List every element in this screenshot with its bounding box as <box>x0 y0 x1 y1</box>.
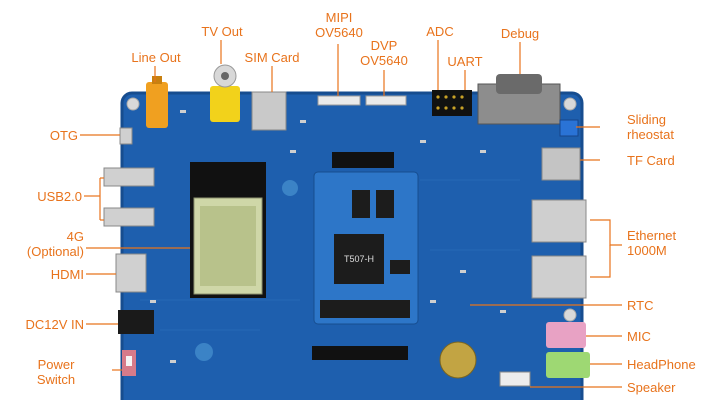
label-usb2: USB2.0 <box>37 189 82 204</box>
tf-card-slot <box>541 147 581 181</box>
label-adc: ADC <box>426 24 454 39</box>
ethernet-port-1 <box>531 199 587 243</box>
label-mipi-line1: MIPI <box>325 10 353 25</box>
label-power-line2: Switch <box>36 372 76 387</box>
label-hdmi: HDMI <box>50 267 84 282</box>
adc-header <box>432 90 472 116</box>
label-line-out: Line Out <box>131 50 181 65</box>
label-sliding-line1: Sliding <box>627 112 667 127</box>
usb-port-1 <box>103 167 155 187</box>
label-mipi-line2: OV5640 <box>315 25 363 40</box>
label-4g: 4G (Optional) <box>4 229 84 259</box>
hdmi-port <box>115 253 147 293</box>
som-module: T507-H <box>313 171 419 325</box>
gpio-header-bottom <box>312 346 408 360</box>
label-sliding-line2: rheostat <box>627 127 674 142</box>
label-tv-out: TV Out <box>201 24 243 39</box>
label-ethernet: Ethernet 1000M <box>627 228 717 258</box>
label-debug: Debug <box>500 26 540 41</box>
label-dvp-line2: OV5640 <box>360 53 408 68</box>
label-dc12v: DC12V IN <box>25 317 84 332</box>
label-otg: OTG <box>49 128 78 143</box>
debug-db9-port <box>477 74 561 125</box>
line-out-jack <box>146 76 168 128</box>
ethernet-port-2 <box>531 255 587 299</box>
mic-jack <box>546 322 586 348</box>
dvp-connector <box>365 95 407 106</box>
label-headphone: HeadPhone <box>627 357 696 372</box>
4g-module <box>190 162 266 298</box>
usb-port-2 <box>103 207 155 227</box>
label-4g-line1: 4G <box>66 229 84 244</box>
headphone-jack <box>546 352 590 378</box>
label-dvp-line1: DVP <box>370 38 398 53</box>
gpio-header-top <box>332 152 394 168</box>
label-sliding-rheostat: Sliding rheostat <box>627 112 717 142</box>
mipi-connector <box>317 95 361 106</box>
label-ethernet-line1: Ethernet <box>627 228 677 243</box>
tv-out-rca <box>210 64 240 122</box>
label-uart: UART <box>447 54 483 69</box>
label-ethernet-line2: 1000M <box>627 243 667 258</box>
leader-lines <box>80 40 622 388</box>
dc-jack <box>118 310 154 334</box>
label-mic: MIC <box>627 329 651 344</box>
rtc-battery <box>439 341 477 379</box>
label-4g-line2: (Optional) <box>26 244 84 259</box>
label-rtc: RTC <box>627 298 654 313</box>
som-chip-text: T507-H <box>344 254 374 264</box>
label-dvp: DVP OV5640 <box>356 38 412 68</box>
label-mipi: MIPI OV5640 <box>312 10 366 40</box>
sim-card-slot <box>251 91 287 131</box>
otg-port <box>119 127 133 145</box>
label-speaker: Speaker <box>627 380 676 395</box>
label-tf-card: TF Card <box>627 153 675 168</box>
label-power-switch: Power Switch <box>26 357 86 387</box>
speaker-connector <box>499 371 531 387</box>
label-power-line1: Power <box>37 357 75 372</box>
sliding-rheostat <box>559 119 579 137</box>
label-sim-card: SIM Card <box>244 50 300 65</box>
